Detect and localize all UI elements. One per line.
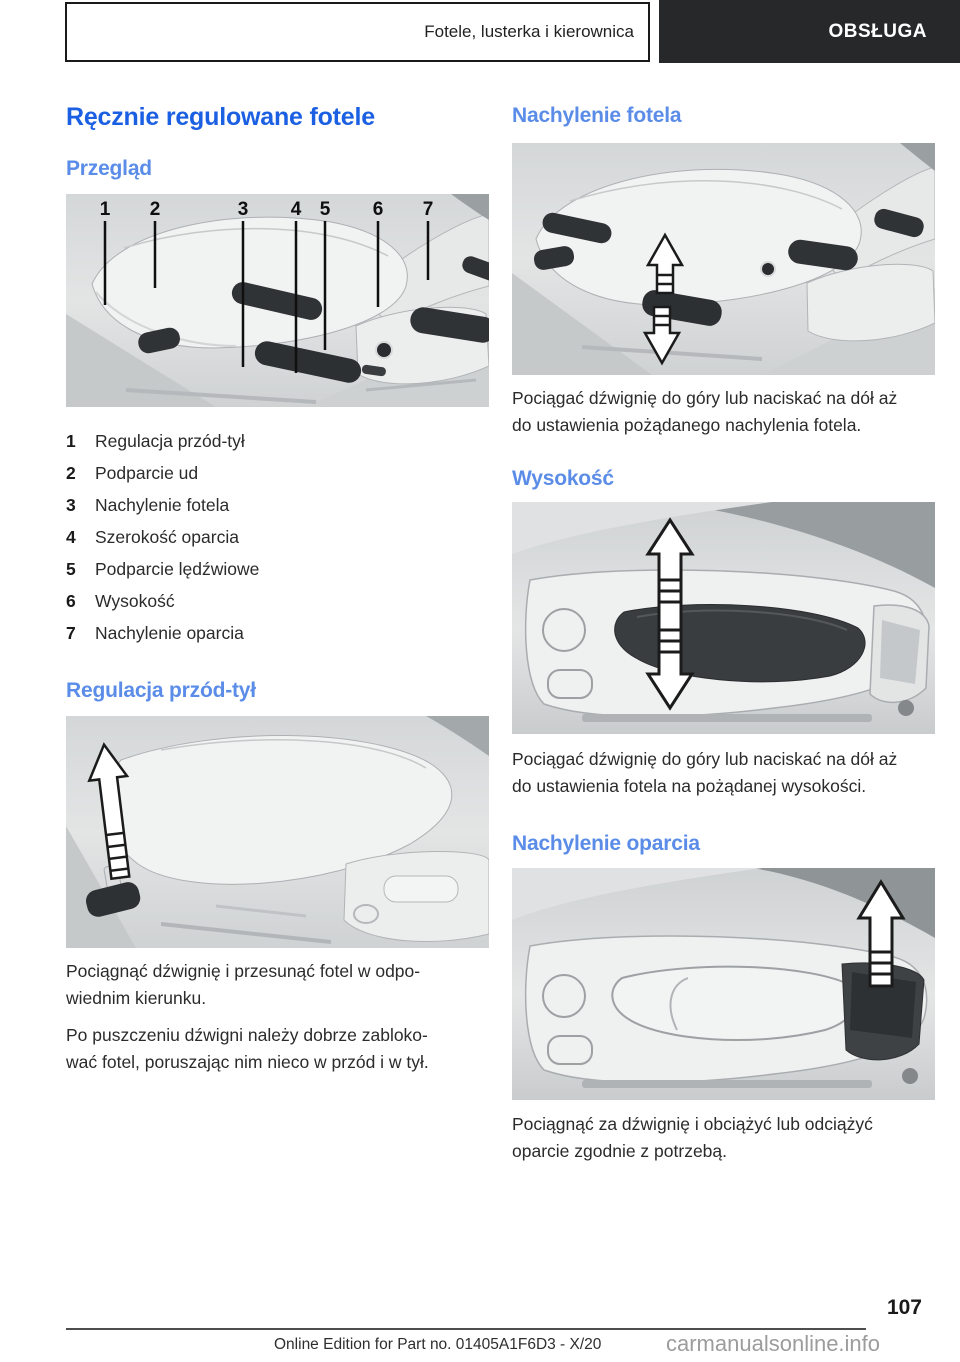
- up-arrow: [645, 232, 685, 295]
- legend-label: Podparcie lędźwiowe: [95, 559, 260, 579]
- page-title: Ręcznie regulowane fotele: [66, 103, 375, 131]
- legend-num: 4: [66, 527, 76, 547]
- callout-7: 7: [423, 199, 434, 220]
- heading-seat-tilt: Nachylenie fotela: [512, 104, 682, 127]
- heading-forward-back: Regulacja przód-tył: [66, 679, 256, 702]
- legend-label: Szerokość oparcia: [95, 527, 239, 547]
- legend-item: 4 Szerokość oparcia: [66, 527, 489, 548]
- legend-item: 7 Nachylenie oparcia: [66, 623, 489, 644]
- heading-height: Wysokość: [512, 467, 614, 490]
- heading-overview: Przegląd: [66, 157, 152, 180]
- figure-forward-back: [66, 716, 489, 948]
- section-title: OBSŁUGA: [828, 20, 927, 42]
- watermark: carmanualsonline.info: [666, 1331, 881, 1356]
- legend-item: 3 Nachylenie fotela: [66, 495, 489, 516]
- page-number: 107: [886, 1296, 922, 1319]
- callout-leader-lines: [103, 221, 430, 373]
- figure-backrest-tilt: [512, 868, 935, 1100]
- forward-back-instruction-1: Pociągnąć dźwignię i przesunąć fotel w o…: [66, 961, 421, 1008]
- legend-item: 1 Regulacja przód-tył: [66, 431, 489, 452]
- callout-4: 4: [291, 199, 302, 220]
- legend-item: 2 Podparcie ud: [66, 463, 489, 484]
- forward-back-lever: [85, 882, 141, 917]
- up-arrow: [87, 742, 131, 881]
- figure-seat-tilt: [512, 143, 935, 375]
- footer-divider: [66, 1328, 866, 1330]
- seat-overview-illustration: 1 2 3 4 5 6 7: [66, 194, 489, 407]
- up-arrow: [856, 879, 906, 988]
- forward-back-instruction-2: Po puszczeniu dźwigni należy dobrze zabl…: [66, 1025, 429, 1072]
- forward-back-illustration: [66, 716, 489, 948]
- backrest-lever: [611, 965, 858, 1042]
- callout-5: 5: [320, 199, 331, 220]
- seat-levers: [138, 256, 489, 383]
- chapter-header-box: Fotele, lusterka i kierownica: [65, 2, 650, 62]
- down-arrow: [642, 305, 682, 366]
- height-instruction: Pociągać dźwignię do góry lub naciskać n…: [512, 749, 898, 796]
- section-header-bar: OBSŁUGA: [659, 0, 960, 63]
- callout-6: 6: [373, 199, 384, 220]
- height-illustration: [512, 502, 935, 734]
- legend-label: Wysokość: [95, 591, 175, 611]
- legend-num: 2: [66, 463, 76, 483]
- up-down-arrow: [645, 517, 695, 711]
- legend-label: Nachylenie fotela: [95, 495, 230, 515]
- legend-item: 5 Podparcie lędźwiowe: [66, 559, 489, 580]
- legend-label: Nachylenie oparcia: [95, 623, 244, 643]
- legend-num: 6: [66, 591, 76, 611]
- seat-tilt-illustration: [512, 143, 935, 375]
- legend-num: 7: [66, 623, 76, 643]
- figure-seat-overview: 1 2 3 4 5 6 7: [66, 194, 489, 407]
- figure-height: [512, 502, 935, 734]
- callout-1: 1: [100, 199, 111, 220]
- legend-num: 1: [66, 431, 76, 451]
- legend-label: Regulacja przód-tył: [95, 431, 245, 451]
- right-column: Nachylenie fotela: [512, 103, 935, 1165]
- chapter-title: Fotele, lusterka i kierownica: [424, 22, 634, 41]
- legend-label: Podparcie ud: [95, 463, 199, 483]
- left-column: Ręcznie regulowane fotele Przegląd: [66, 103, 489, 1076]
- seat-tilt-instruction: Pociągać dźwignię do góry lub naciskać n…: [512, 388, 898, 435]
- edition-note: Online Edition for Part no. 01405A1F6D3 …: [274, 1336, 602, 1353]
- callout-2: 2: [150, 199, 161, 220]
- callout-numbers: 1 2 3 4 5 6 7: [100, 199, 434, 220]
- legend-num: 5: [66, 559, 76, 579]
- legend-item: 6 Wysokość: [66, 591, 489, 612]
- backrest-tilt-illustration: [512, 868, 935, 1100]
- backrest-tilt-instruction: Pociągnąć za dźwignię i obciążyć lub odc…: [512, 1114, 873, 1161]
- heading-backrest-tilt: Nachylenie oparcia: [512, 832, 700, 855]
- callout-3: 3: [238, 199, 249, 220]
- legend-num: 3: [66, 495, 76, 515]
